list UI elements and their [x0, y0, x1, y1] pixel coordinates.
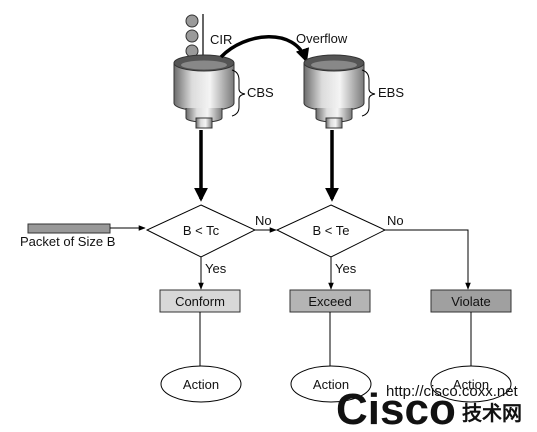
- overflow-arrow: [219, 35, 310, 63]
- bucket-level: [181, 60, 227, 70]
- token-icon: [185, 14, 199, 28]
- action-ellipse-conform: [160, 365, 242, 403]
- ebs-label: EBS: [378, 85, 404, 100]
- yes-label-1: Yes: [205, 261, 227, 276]
- no-label-2: No: [387, 213, 404, 228]
- yes-label-2: Yes: [335, 261, 357, 276]
- cbs-bucket: CIR CBS: [173, 14, 274, 129]
- token-icon: [185, 29, 199, 43]
- no-label-1: No: [255, 213, 272, 228]
- decision-b-lt-tc-label: B < Tc: [183, 223, 220, 238]
- decision-b-lt-te-label: B < Te: [313, 223, 350, 238]
- cbs-label: CBS: [247, 85, 274, 100]
- overflow-label: Overflow: [296, 31, 348, 46]
- watermark-url: http://cisco.coxx.net: [386, 383, 519, 400]
- watermark: http://cisco.coxx.net Cisco 技术网: [336, 383, 522, 432]
- packet-icon: [27, 223, 111, 234]
- action-label-conform: Action: [183, 377, 219, 392]
- no-arrow-2: [385, 229, 471, 290]
- watermark-chinese: 技术网: [462, 401, 522, 425]
- ebs-brace: [361, 69, 376, 117]
- exceed-label: Exceed: [308, 294, 351, 309]
- action-label-violate: Action: [453, 377, 489, 392]
- cbs-brace: [231, 69, 246, 117]
- action-label-exceed: Action: [313, 377, 349, 392]
- cir-label: CIR: [210, 32, 232, 47]
- ebs-bucket: EBS: [303, 54, 404, 129]
- violate-label: Violate: [451, 294, 491, 309]
- watermark-logo: Cisco: [336, 385, 456, 432]
- action-ellipse-exceed: [290, 365, 372, 403]
- conform-label: Conform: [175, 294, 225, 309]
- bucket-level: [311, 60, 357, 70]
- bucket-spout: [195, 117, 213, 129]
- bucket-spout: [325, 117, 343, 129]
- action-ellipse-violate: [430, 365, 512, 403]
- packet-label: Packet of Size B: [20, 234, 115, 249]
